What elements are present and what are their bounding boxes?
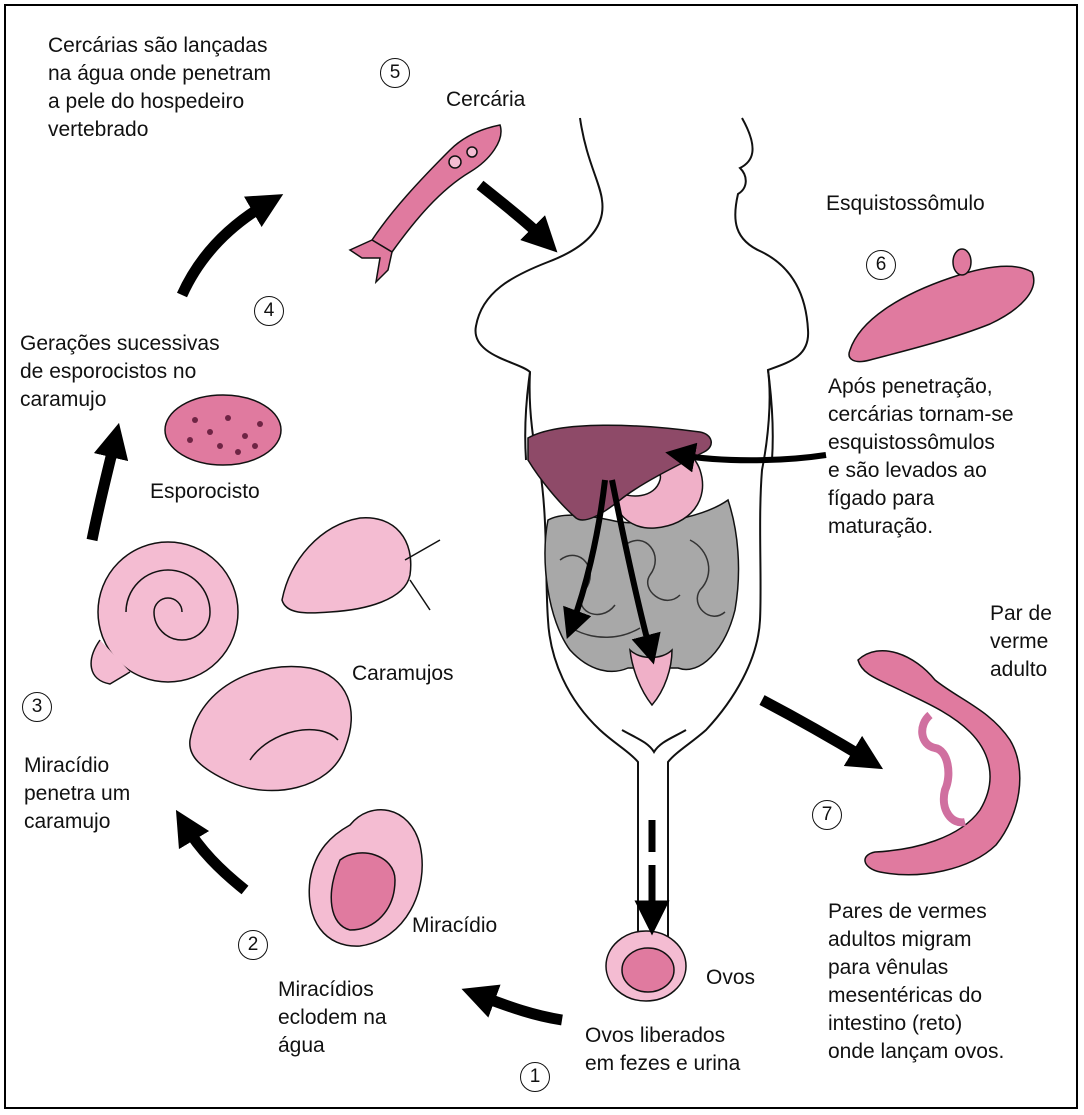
rectum — [630, 650, 672, 705]
step-number-5: 5 — [380, 58, 410, 88]
label-cercaria-step: Cercárias são lançadas na água onde pene… — [48, 32, 271, 144]
label-par-verme: Par de verme adulto — [990, 600, 1052, 684]
label-caramujos: Caramujos — [352, 660, 454, 688]
arrow-to-worms — [762, 700, 868, 760]
label-esquistossomulo: Esquistossômulo — [826, 190, 985, 218]
label-miracidios-step: Miracídios eclodem na água — [278, 976, 387, 1060]
label-ovos: Ovos — [706, 964, 755, 992]
cercaria-organism — [350, 125, 501, 282]
snail-tall — [282, 518, 440, 613]
step-number-2: 2 — [238, 930, 268, 960]
crotch-outline — [622, 730, 686, 752]
label-esporocisto: Esporocisto — [150, 478, 260, 506]
egg-organism — [606, 931, 686, 1001]
arrow-esporocisto-to-cercaria — [182, 203, 268, 295]
snail-round — [190, 667, 351, 791]
step-number-4: 4 — [254, 296, 284, 326]
step-number-3: 3 — [22, 692, 52, 722]
label-miracidio: Miracídio — [412, 912, 497, 940]
adult-worm-pair — [858, 651, 1020, 875]
miracidium-organism — [309, 810, 422, 946]
label-miracidio-step: Miracídio penetra um caramujo — [24, 752, 130, 836]
label-esporocisto-step: Gerações sucessivas de esporocistos no c… — [20, 330, 220, 414]
arrow-miracidios-to-caramujo — [185, 825, 245, 890]
organs — [528, 425, 739, 705]
label-cercaria: Cercária — [446, 86, 525, 114]
snail-coiled — [91, 542, 238, 684]
label-esquistossomulo-step: Após penetração, cercárias tornam-se esq… — [828, 373, 1014, 541]
label-ovos-step: Ovos liberados em fezes e urina — [585, 1022, 740, 1078]
arrow-schistosomulum-to-liver — [680, 455, 826, 460]
arrow-ovos-to-miracidios — [478, 995, 562, 1020]
arrow-caramujo-to-esporocisto — [92, 440, 115, 540]
step-number-7: 7 — [812, 800, 842, 830]
arrow-cercaria-to-body — [480, 185, 545, 240]
label-vermes-step: Pares de vermes adultos migram para vênu… — [828, 898, 1004, 1066]
step-number-1: 1 — [520, 1062, 550, 1092]
step-number-6: 6 — [866, 250, 896, 280]
